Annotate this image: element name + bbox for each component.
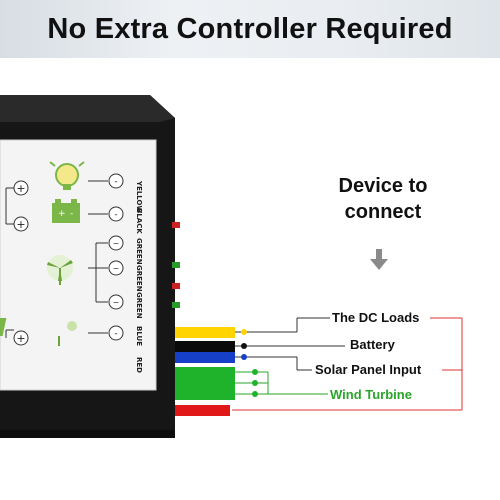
connector-dots	[241, 329, 258, 397]
terminal-label-red: RED	[135, 357, 143, 373]
wire-red	[175, 405, 230, 416]
terminal-ac-icon: ~	[108, 235, 124, 251]
terminal-ac-icon: ~	[108, 260, 124, 276]
plus-icon: +	[13, 180, 29, 196]
svg-text:-: -	[70, 209, 73, 219]
wind-turbine-icon	[47, 255, 73, 285]
terminal-label-green: GREEN	[135, 292, 143, 319]
solar-panel-icon	[0, 318, 77, 346]
svg-text:+: +	[16, 218, 25, 231]
wire-green	[175, 367, 235, 378]
device-heading-line1: Device to	[338, 175, 428, 197]
plus-icon: +	[13, 216, 29, 232]
terminal-label-green: GREEN	[135, 265, 143, 292]
plus-icon: +	[13, 330, 29, 346]
terminal-label-blue: BLUE	[135, 326, 143, 346]
battery-icon: + -	[52, 199, 80, 223]
terminal-bracket	[88, 242, 108, 303]
controller-label-panel	[0, 139, 157, 391]
svg-text:~: ~	[113, 264, 120, 273]
load-plus-icons	[5, 187, 14, 338]
device-heading-line2: connect	[344, 201, 422, 223]
controller-top-edge	[0, 95, 175, 122]
wire-black	[175, 341, 235, 352]
label-solar-panel-input: Solar Panel Input	[315, 362, 422, 377]
terminal-nubs	[172, 222, 180, 308]
wires	[175, 327, 235, 416]
svg-text:+: +	[58, 209, 66, 219]
svg-text:-: -	[114, 329, 117, 339]
terminal-label-black: BLACK	[135, 208, 143, 234]
svg-text:+: +	[16, 332, 25, 345]
terminal-minus-icon: -	[88, 173, 124, 189]
bulb-icon	[49, 161, 85, 190]
controller-bottom-edge	[0, 430, 175, 438]
terminal-ac-icon: ~	[108, 294, 124, 310]
banner	[0, 0, 500, 58]
wire-yellow	[175, 327, 235, 338]
terminal-label-yellow: YELLOW	[135, 180, 143, 213]
wire-green	[175, 389, 235, 400]
svg-text:-: -	[114, 177, 117, 187]
label-dc-loads: The DC Loads	[332, 310, 420, 325]
svg-text:-: -	[114, 210, 117, 220]
arrow-down-icon	[370, 249, 388, 270]
wire-green	[175, 378, 235, 389]
red-bracket	[232, 317, 463, 411]
terminal-label-green: GREEN	[135, 238, 143, 265]
label-wind-turbine: Wind Turbine	[330, 387, 412, 402]
svg-text:+: +	[16, 182, 25, 195]
device-heading: Device to connect	[318, 173, 448, 225]
svg-text:~: ~	[113, 298, 120, 307]
terminal-minus-icon: -	[88, 206, 124, 222]
terminal-minus-icon: -	[88, 325, 124, 341]
svg-text:~: ~	[113, 239, 120, 248]
wire-blue	[175, 352, 235, 363]
banner-title: No Extra Controller Required	[47, 13, 453, 45]
label-battery: Battery	[350, 337, 395, 352]
